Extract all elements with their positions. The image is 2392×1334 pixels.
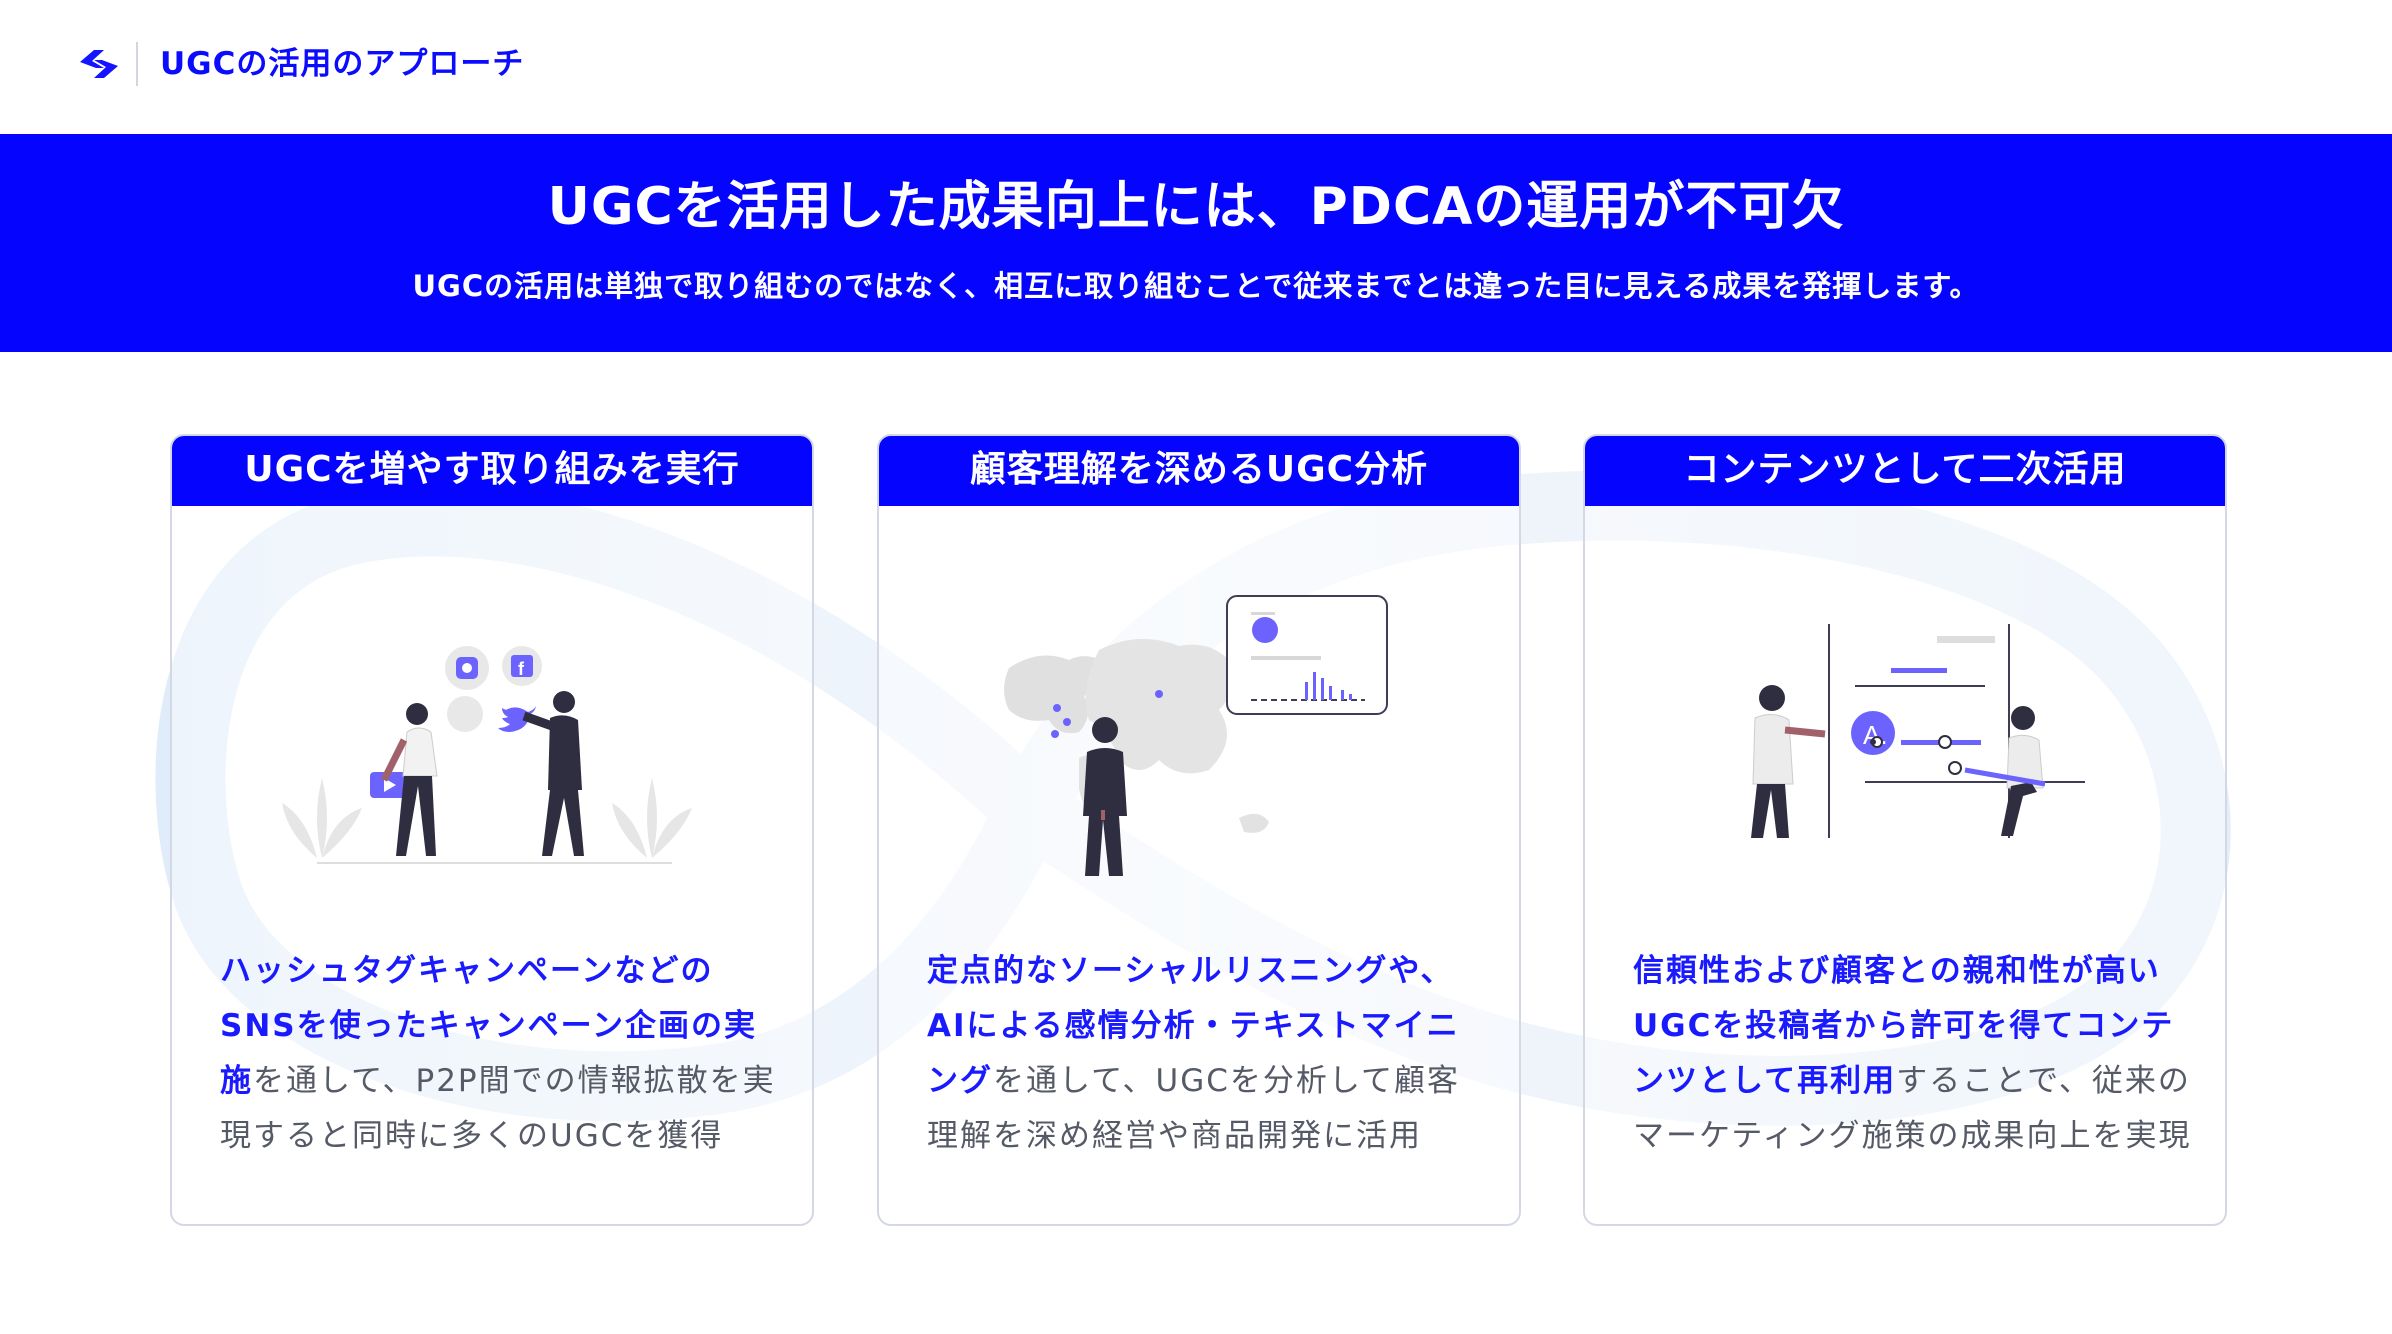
card-description: ハッシュタグキャンペーンなどのSNSを使ったキャンペーン企画の実施を通して、P2… xyxy=(220,944,780,1164)
card-title: コンテンツとして二次活用 xyxy=(1585,436,2225,506)
card-text: を通して、UGCを分析して顧客理解を深め経営や商品開発に活用 xyxy=(927,1063,1460,1154)
page-header: UGCの活用のアプローチ xyxy=(0,0,2392,134)
card-description: 信頼性および顧客との親和性が高いUGCを投稿者から許可を得てコンテンツとして再利… xyxy=(1633,944,2193,1164)
banner-title: UGCを活用した成果向上には、PDCAの運用が不可欠 xyxy=(547,177,1845,237)
header-divider xyxy=(136,42,138,86)
card-title: UGCを増やす取り組みを実行 xyxy=(172,436,812,506)
header-title: UGCの活用のアプローチ xyxy=(160,46,525,82)
card-highlight: ハッシュタグキャンペーンなどのSNSを使ったキャンペーン企画の実施 xyxy=(220,953,758,1099)
social-media-people-illustration: f xyxy=(282,646,692,864)
svg-text:f: f xyxy=(518,659,525,679)
card-content-reuse: コンテンツとして二次活用 A. 信頼性および顧客との親和性が高いUGCを投稿者か… xyxy=(1583,434,2227,1226)
card-highlight: 定点的なソーシャルリスニングや、AIによる感情分析・テキストマイニング xyxy=(927,953,1460,1099)
card-text: することで、従来のマーケティング施策の成果向上を実現 xyxy=(1633,1063,2192,1154)
card-title: 顧客理解を深めるUGC分析 xyxy=(879,436,1519,506)
card-ugc-analysis: 顧客理解を深めるUGC分析 定点的なソーシャルリスニングや、AIによる感情分析・… xyxy=(877,434,1521,1226)
brand-logo-icon xyxy=(80,50,118,78)
card-description: 定点的なソーシャルリスニングや、AIによる感情分析・テキストマイニングを通して、… xyxy=(927,944,1487,1164)
banner-subtitle: UGCの活用は単独で取り組むのではなく、相互に取り組むことで従来までとは違った目… xyxy=(412,269,1980,303)
hero-banner: UGCを活用した成果向上には、PDCAの運用が不可欠 UGCの活用は単独で取り組… xyxy=(0,134,2392,352)
card-highlight: 信頼性および顧客との親和性が高いUGCを投稿者から許可を得てコンテンツとして再利… xyxy=(1633,953,2175,1099)
infinity-loop-background xyxy=(155,470,2231,1126)
card-increase-ugc: UGCを増やす取り組みを実行 f ハッシュタグキャンペーンなどのSNSを使ったキ… xyxy=(170,434,814,1226)
content-board-people-illustration: A. xyxy=(1751,624,2085,838)
world-map-analytics-illustration xyxy=(1004,595,1388,876)
card-text: を通して、P2P間での情報拡散を実現すると同時に多くのUGCを獲得 xyxy=(220,1063,776,1154)
